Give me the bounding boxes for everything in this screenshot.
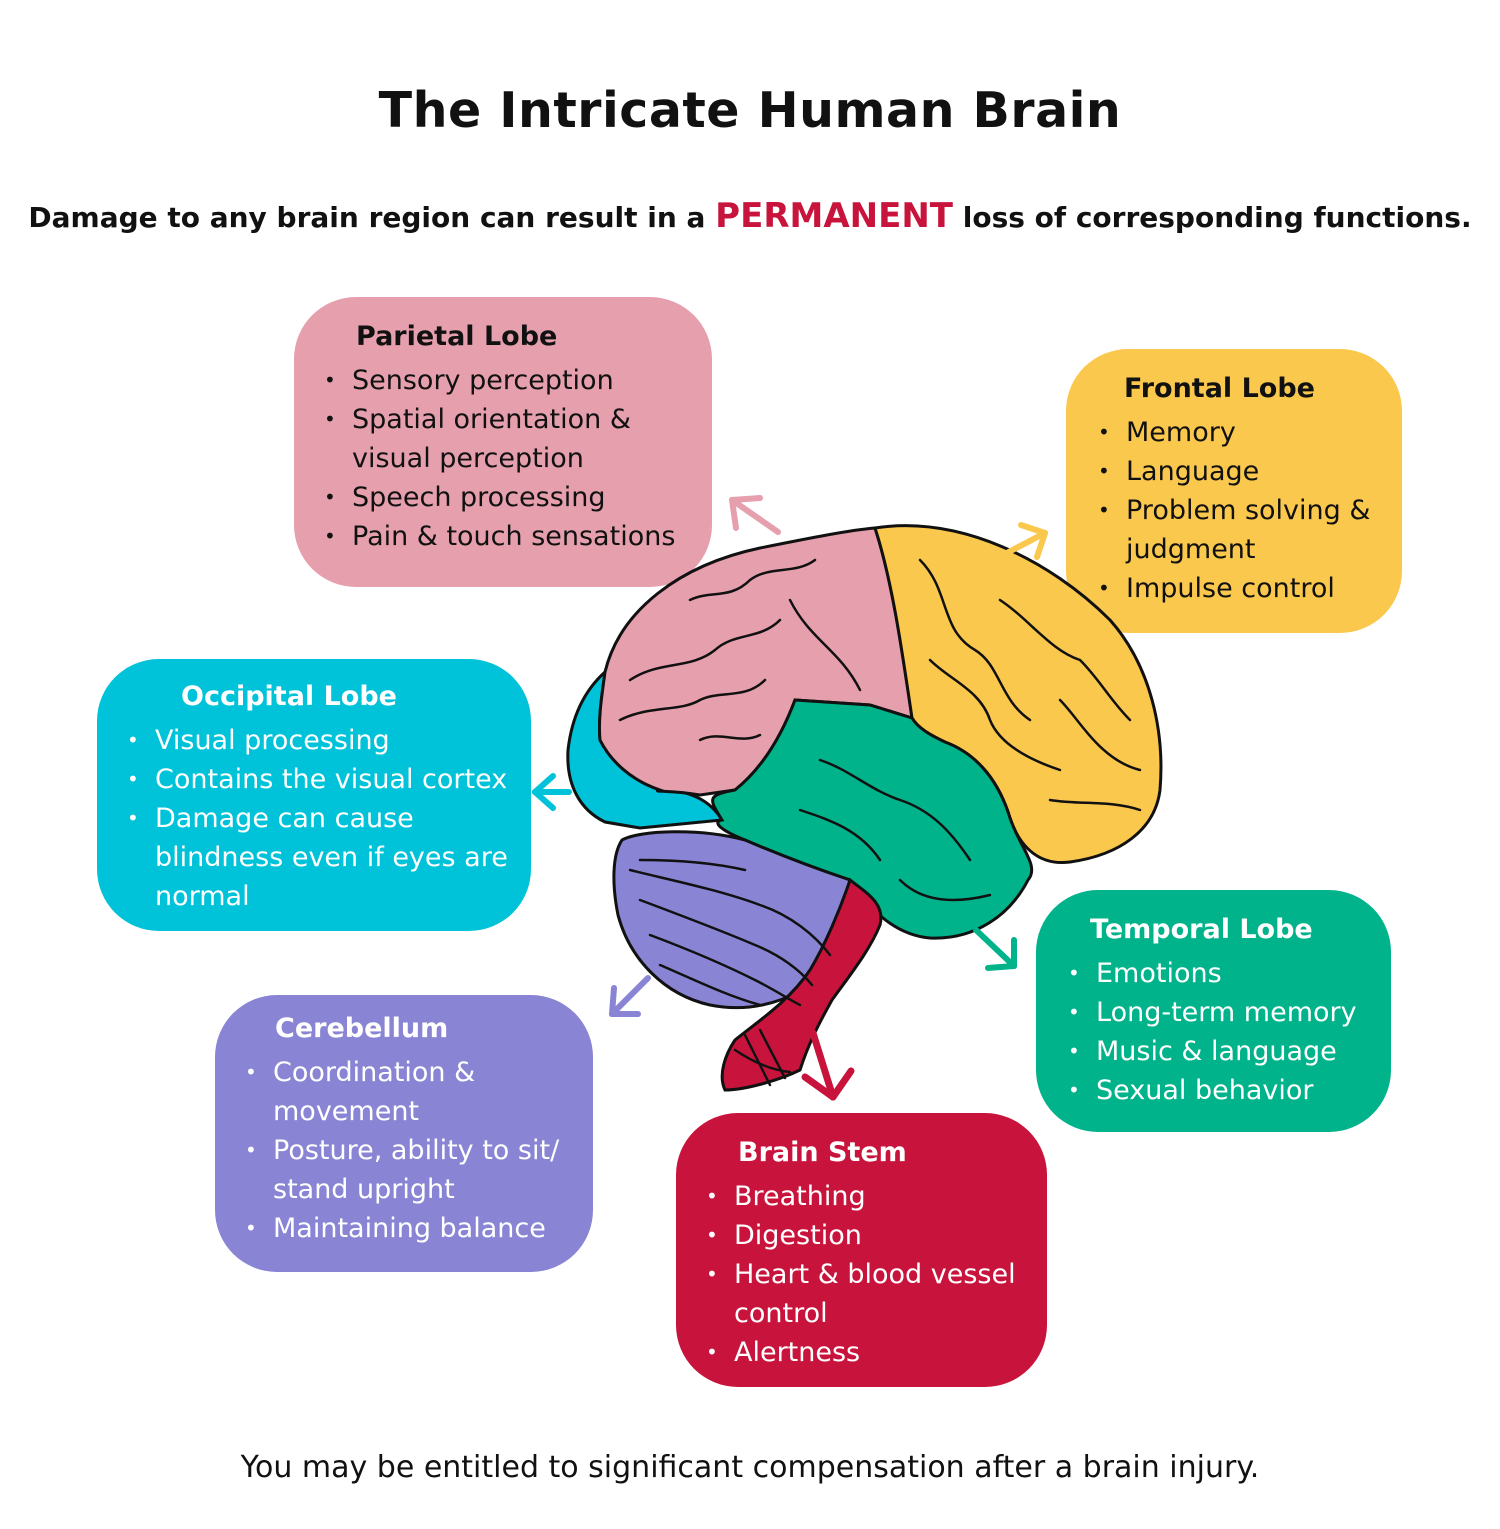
frontal-function-item: Impulse control <box>1096 569 1402 608</box>
frontal-function-item: Memory <box>1096 413 1402 452</box>
frontal-lobe-list: MemoryLanguageProblem solving & judgment… <box>1096 413 1402 608</box>
frontal-function-item: Language <box>1096 452 1402 491</box>
cerebellum-title: Cerebellum <box>275 1013 449 1044</box>
brain-stem-list: BreathingDigestionHeart & blood vessel c… <box>704 1177 1047 1372</box>
occipital-lobe-list: Visual processingContains the visual cor… <box>125 721 531 916</box>
cerebellum-function-item: Maintaining balance <box>243 1209 593 1248</box>
cerebellum-arrow-icon <box>609 975 651 1017</box>
brain-stem-arrow-icon <box>801 1029 855 1101</box>
occipital-function-item: Contains the visual cortex <box>125 760 531 799</box>
brain-folds <box>618 558 1142 1087</box>
frontal-lobe-card: Frontal Lobe MemoryLanguageProblem solvi… <box>1066 349 1402 633</box>
parietal-function-item: Speech processing <box>322 478 712 517</box>
frontal-function-item: Problem solving & judgment <box>1096 491 1402 569</box>
temporal-lobe-list: EmotionsLong-term memoryMusic & language… <box>1066 954 1391 1110</box>
brainstem-function-item: Heart & blood vessel control <box>704 1255 1047 1333</box>
cerebellum-function-item: Coordination & movement <box>243 1053 593 1131</box>
parietal-function-item: Sensory perception <box>322 361 712 400</box>
cerebellum-card: Cerebellum Coordination & movementPostur… <box>215 995 593 1272</box>
temporal-lobe-card: Temporal Lobe EmotionsLong-term memoryMu… <box>1036 890 1391 1132</box>
subtitle-emphasis: PERMANENT <box>715 196 953 236</box>
occipital-arrow-icon <box>532 773 572 811</box>
occipital-function-item: Damage can cause blindness even if eyes … <box>125 799 531 916</box>
brainstem-function-item: Digestion <box>704 1216 1047 1255</box>
brain-stem-title: Brain Stem <box>738 1137 907 1168</box>
temporal-region <box>711 698 1034 940</box>
temporal-function-item: Sexual behavior <box>1066 1071 1391 1110</box>
occipital-lobe-card: Occipital Lobe Visual processingContains… <box>97 659 531 931</box>
temporal-function-item: Music & language <box>1066 1032 1391 1071</box>
temporal-function-item: Long-term memory <box>1066 993 1391 1032</box>
parietal-lobe-title: Parietal Lobe <box>356 321 558 352</box>
cerebellum-list: Coordination & movementPosture, ability … <box>243 1053 593 1248</box>
brain-illustration <box>566 524 1163 1092</box>
parietal-lobe-card: Parietal Lobe Sensory perceptionSpatial … <box>294 297 712 587</box>
occipital-lobe-title: Occipital Lobe <box>181 681 397 712</box>
parietal-lobe-list: Sensory perceptionSpatial orientation & … <box>322 361 712 556</box>
brain-stem-card: Brain Stem BreathingDigestionHeart & blo… <box>676 1113 1047 1387</box>
subtitle-after: loss of corresponding functions. <box>952 201 1472 234</box>
temporal-lobe-title: Temporal Lobe <box>1090 914 1313 945</box>
temporal-function-item: Emotions <box>1066 954 1391 993</box>
brainstem-region <box>720 877 883 1092</box>
footer-note: You may be entitled to significant compe… <box>240 1450 1260 1485</box>
subtitle-before: Damage to any brain region can result in… <box>28 201 716 234</box>
parietal-arrow-icon <box>729 495 781 535</box>
temporal-arrow-icon <box>973 927 1017 971</box>
frontal-arrow-icon <box>1000 522 1048 560</box>
parietal-function-item: Spatial orientation & visual perception <box>322 400 712 478</box>
page-title: The Intricate Human Brain <box>378 82 1122 139</box>
frontal-lobe-title: Frontal Lobe <box>1124 373 1315 404</box>
subtitle: Damage to any brain region can result in… <box>0 196 1500 236</box>
brainstem-function-item: Alertness <box>704 1333 1047 1372</box>
occipital-function-item: Visual processing <box>125 721 531 760</box>
cerebellum-function-item: Posture, ability to sit/ stand upright <box>243 1131 593 1209</box>
brainstem-function-item: Breathing <box>704 1177 1047 1216</box>
parietal-function-item: Pain & touch sensations <box>322 517 712 556</box>
